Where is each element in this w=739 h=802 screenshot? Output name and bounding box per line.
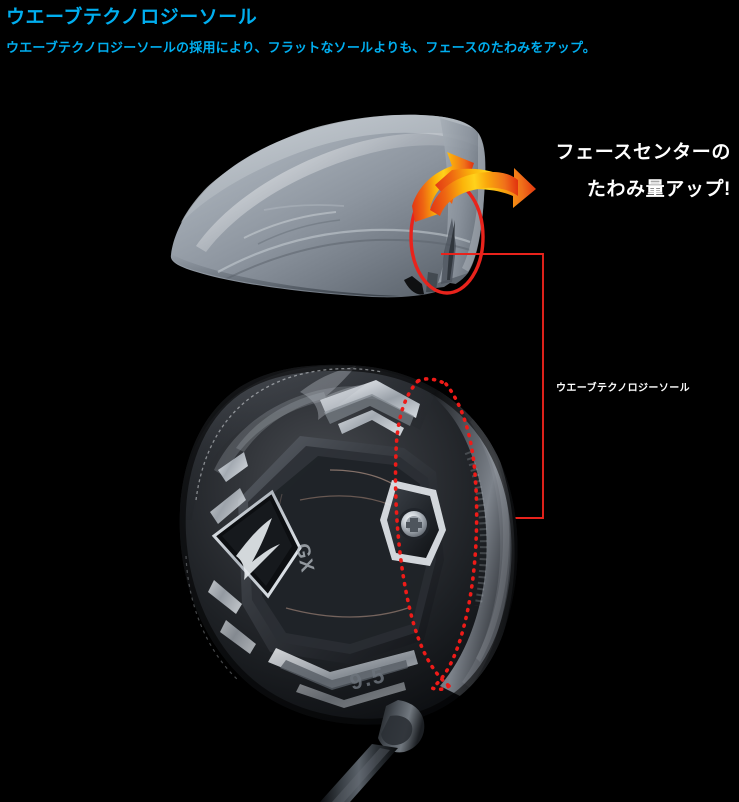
page-description: ウエーブテクノロジーソールの採用により、フラットなソールよりも、フェースのたわみ… xyxy=(6,40,596,55)
wave-sole-highlight-ellipse xyxy=(409,179,485,295)
wave-sole-leader-line xyxy=(441,253,544,519)
driver-sole-profile-render xyxy=(170,114,486,299)
wave-sole-annotation-label: ウエーブテクノロジーソール xyxy=(556,383,690,394)
model-wordmark: GX xyxy=(291,542,318,575)
page-title: ウエーブテクノロジーソール xyxy=(6,7,258,28)
wave-channel-dotted-outline xyxy=(393,377,479,692)
driver-sole-photo: GX 9.5 xyxy=(179,364,518,802)
face-flex-double-arrow xyxy=(412,152,536,222)
face-flex-callout: フェースセンターの たわみ量アップ! xyxy=(556,134,731,208)
callout-line-1: フェースセンターの xyxy=(555,142,731,163)
loft-marking: 9.5 xyxy=(347,662,389,695)
callout-line-2: たわみ量アップ! xyxy=(586,179,731,200)
